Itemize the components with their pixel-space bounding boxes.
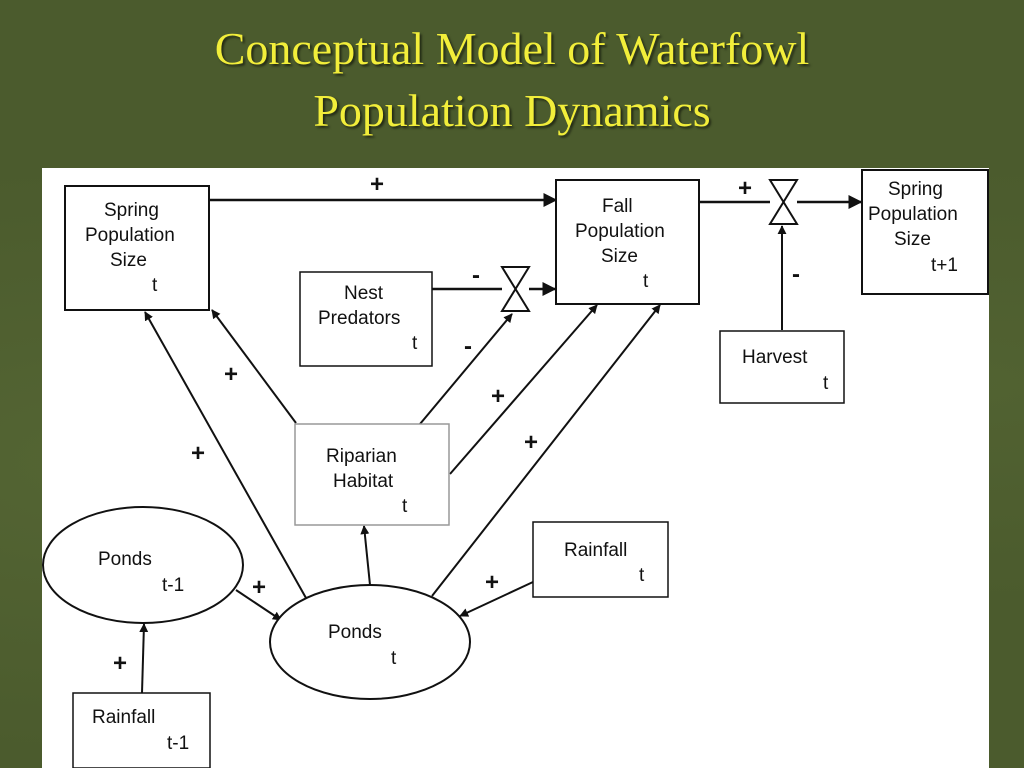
- node-subscript: t: [391, 648, 397, 669]
- node-nest-predators: Nest Predators t: [299, 271, 433, 367]
- node-rainfall-t: Rainfall t: [532, 521, 669, 598]
- node-label: Rainfall: [564, 540, 627, 561]
- node-harvest: Harvest t: [719, 330, 845, 404]
- sign-riparian-to-fall: +: [491, 383, 505, 410]
- node-label: Nest: [344, 283, 384, 304]
- node-subscript: t: [412, 333, 418, 354]
- node-label: Spring: [104, 200, 159, 221]
- node-riparian-habitat: Riparian Habitat t: [294, 423, 450, 526]
- node-subscript: t-1: [167, 733, 189, 754]
- node-label: Rainfall: [92, 707, 155, 728]
- node-label: Fall: [602, 196, 633, 217]
- edge-ponds-to-riparian: [360, 525, 371, 586]
- title-line-2: Population Dynamics: [313, 85, 711, 136]
- sign-rainfall-prev-to-ponds-prev: +: [113, 650, 127, 677]
- node-label: Size: [894, 229, 931, 250]
- edge-rainfall-prev-to-ponds-prev: [139, 623, 149, 694]
- node-label: Population: [868, 204, 958, 225]
- sign-harvest-effect: -: [792, 261, 800, 288]
- node-ponds-t: Ponds t: [269, 584, 471, 700]
- edge-riparian-to-spring: [211, 309, 297, 424]
- sign-spring-to-fall: +: [370, 171, 384, 198]
- node-subscript: t: [639, 565, 645, 586]
- node-label: Population: [85, 225, 175, 246]
- edge-rainfall-to-ponds: [459, 581, 534, 617]
- node-label: Population: [575, 221, 665, 242]
- nest-predation-valve: [500, 266, 531, 312]
- node-label: Riparian: [326, 446, 397, 467]
- edge-riparian-to-nest-valve: [419, 313, 513, 425]
- sign-fall-to-next: +: [738, 175, 752, 202]
- node-spring-population-t: Spring Population Size t: [64, 185, 210, 311]
- sign-ponds-prev-to-ponds: +: [252, 574, 266, 601]
- harvest-valve: [768, 179, 799, 225]
- node-subscript: t: [152, 275, 158, 296]
- node-spring-population-t-plus-1: Spring Population Size t+1: [861, 169, 989, 295]
- node-label: Spring: [888, 179, 943, 200]
- node-subscript: t: [402, 496, 408, 517]
- node-label: Size: [110, 250, 147, 271]
- node-subscript: t+1: [931, 255, 958, 276]
- node-label: Ponds: [98, 549, 152, 570]
- edge-ponds-prev-to-ponds: [235, 589, 282, 621]
- node-subscript: t-1: [162, 575, 184, 596]
- node-subscript: t: [643, 271, 649, 292]
- node-ponds-t-minus-1: Ponds t-1: [42, 506, 244, 624]
- node-fall-population-t: Fall Population Size t: [555, 179, 700, 305]
- title-line-1: Conceptual Model of Waterfowl: [214, 23, 810, 74]
- edge-riparian-to-fall: [449, 304, 598, 475]
- sign-ponds-to-spring: +: [191, 440, 205, 467]
- sign-nest-effect: -: [472, 262, 480, 289]
- node-rainfall-t-minus-1: Rainfall t-1: [72, 692, 211, 768]
- edge-ponds-to-fall: [431, 304, 661, 597]
- sign-ponds-to-fall: +: [524, 429, 538, 456]
- edge-ponds-to-spring: [144, 311, 307, 599]
- node-label: Harvest: [742, 347, 808, 368]
- node-label: Size: [601, 246, 638, 267]
- sign-rainfall-to-ponds: +: [485, 569, 499, 596]
- page-title: Conceptual Model of Waterfowl Population…: [0, 18, 1024, 142]
- node-label: Predators: [318, 308, 400, 329]
- node-subscript: t: [823, 373, 829, 394]
- node-label: Ponds: [328, 622, 382, 643]
- node-label: Habitat: [333, 471, 394, 492]
- sign-riparian-to-spring: +: [224, 361, 238, 388]
- sign-riparian-to-valve: -: [464, 333, 472, 360]
